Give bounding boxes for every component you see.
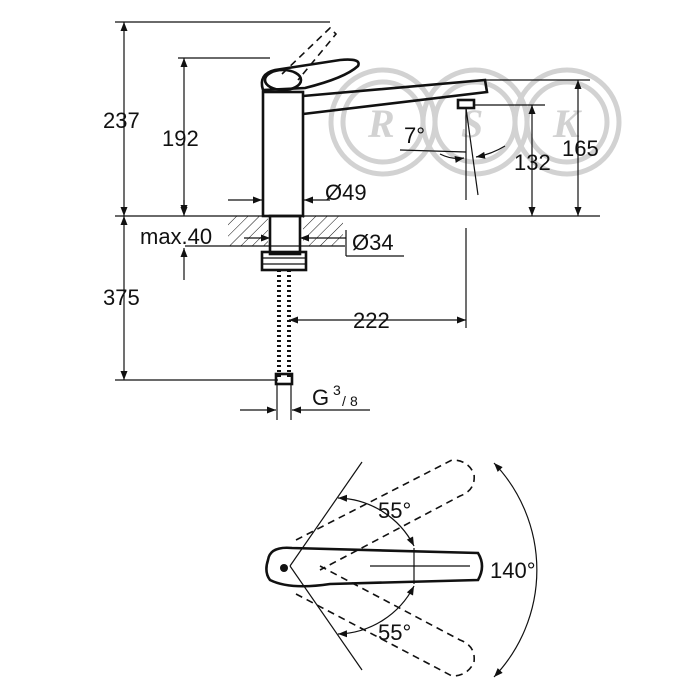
- dim-total-height: 237: [103, 108, 140, 133]
- lever-handle: [260, 58, 360, 92]
- handle-top-right: [295, 565, 476, 677]
- dim-spout-reach: 222: [353, 308, 390, 333]
- mounting-nut: [260, 250, 308, 272]
- dim-hole-diameter: Ø34: [352, 230, 394, 255]
- top-view: 55° 55° 140°: [265, 459, 538, 678]
- faucet-body: [261, 90, 305, 218]
- watermark: R S K: [328, 67, 622, 177]
- handle-top-left: [295, 459, 476, 571]
- dim-spout-top-height: 165: [562, 136, 599, 161]
- dim-max-deck: max.40: [140, 224, 212, 249]
- handle-top-center: [265, 546, 484, 588]
- swing-arc: [493, 462, 538, 678]
- dim-handle-height: 192: [162, 126, 199, 151]
- dim-thread: G: [312, 385, 329, 410]
- angle-total: 140°: [490, 558, 536, 583]
- countertop-section-left: [228, 216, 268, 246]
- dim-spout-outlet-height: 132: [514, 150, 551, 175]
- angle-right: 55°: [378, 620, 411, 645]
- dim-body-diameter: Ø49: [325, 180, 367, 205]
- svg-text:/: /: [342, 393, 346, 409]
- watermark-letter-1: R: [367, 101, 395, 146]
- dim-spout-angle: 7°: [404, 123, 425, 148]
- spout: [302, 78, 489, 116]
- dim-hose-length: 375: [103, 285, 140, 310]
- countertop-section-right: [303, 216, 343, 246]
- dim-thread-den: 8: [350, 393, 358, 409]
- lever-handle-raised: [281, 26, 338, 81]
- dim-thread-num: 3: [333, 382, 341, 398]
- mounting-shank: [268, 214, 302, 256]
- angle-left: 55°: [378, 498, 411, 523]
- side-view: 237 192 165 132 7° Ø49 Ø34 max.40: [103, 21, 600, 420]
- hose-connector: [274, 372, 294, 386]
